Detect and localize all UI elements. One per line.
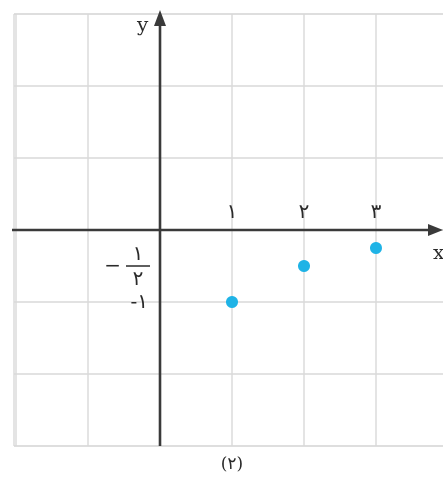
axes: x y	[12, 10, 443, 446]
chart-caption: (۲)	[221, 454, 243, 474]
data-point	[370, 242, 382, 254]
y-tick-numerator: ۱	[133, 241, 144, 265]
y-axis-arrow-icon	[154, 10, 166, 26]
x-tick-label: ۳	[371, 199, 382, 223]
y-tick-labels: −۱۲-۱	[104, 241, 150, 313]
y-tick-denominator: ۲	[133, 266, 144, 290]
y-tick-fraction: −۱۲	[104, 241, 150, 290]
y-tick-label: -۱	[131, 289, 149, 313]
x-tick-label: ۲	[299, 199, 310, 223]
data-points	[226, 242, 382, 308]
y-tick-sign: −	[104, 253, 121, 277]
data-point	[298, 260, 310, 272]
x-tick-labels: ۱ ۲ ۳	[227, 199, 382, 223]
x-tick-label: ۱	[227, 199, 238, 223]
x-axis-label: x	[433, 240, 443, 264]
x-axis-arrow-icon	[428, 224, 443, 236]
data-point	[226, 296, 238, 308]
y-axis-label: y	[136, 12, 149, 36]
